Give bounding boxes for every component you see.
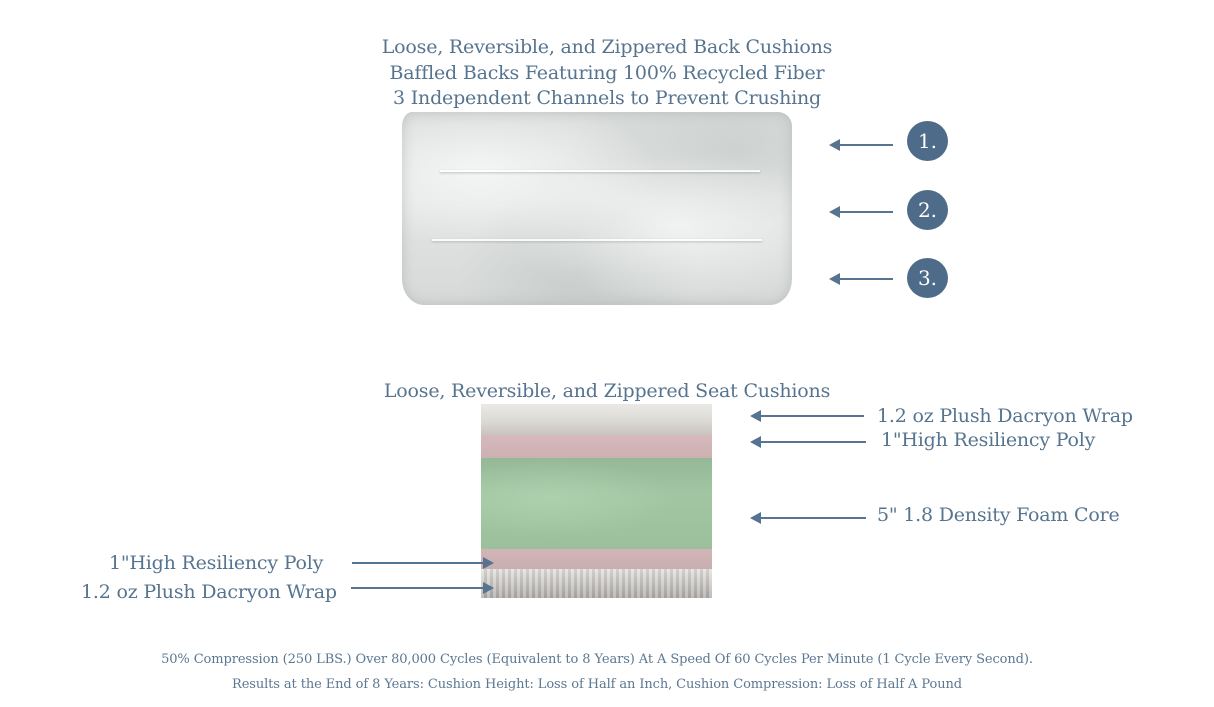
label-hr-poly-bottom: 1"High Resiliency Poly — [109, 552, 324, 574]
seat-cushion-cross-section — [481, 404, 712, 598]
layer-hr-poly-bottom — [481, 549, 712, 569]
arrow-left-icon — [750, 512, 866, 524]
arrow-left-icon — [829, 206, 893, 218]
label-foam-core: 5" 1.8 Density Foam Core — [877, 504, 1120, 526]
back-cushion-title: Loose, Reversible, and Zippered Back Cus… — [0, 35, 1214, 112]
channel-badge-3: 3. — [907, 258, 948, 298]
back-title-line-1: Loose, Reversible, and Zippered Back Cus… — [381, 36, 833, 58]
seat-cushion-title: Loose, Reversible, and Zippered Seat Cus… — [383, 380, 831, 402]
label-dacron-wrap-top: 1.2 oz Plush Dacryon Wrap — [877, 405, 1133, 427]
label-hr-poly-top: 1"High Resiliency Poly — [881, 429, 1096, 451]
channel-badge-1: 1. — [907, 121, 948, 161]
compression-test-results: Results at the End of 8 Years: Cushion H… — [232, 677, 962, 692]
baffle-seam-2 — [432, 239, 762, 241]
arrow-left-icon — [829, 139, 893, 151]
arrow-left-icon — [829, 273, 893, 285]
back-title-line-3: 3 Independent Channels to Prevent Crushi… — [393, 87, 821, 109]
baffle-seam-1 — [440, 170, 760, 172]
arrow-left-icon — [750, 410, 864, 422]
arrow-left-icon — [750, 436, 866, 448]
back-cushion-image — [402, 112, 792, 305]
arrow-right-icon — [351, 582, 494, 594]
layer-foam-core — [481, 458, 712, 549]
compression-test-description: 50% Compression (250 LBS.) Over 80,000 C… — [161, 652, 1033, 667]
channel-badge-2: 2. — [907, 190, 948, 230]
layer-dacron-wrap-top — [481, 404, 712, 435]
label-dacron-wrap-bottom: 1.2 oz Plush Dacryon Wrap — [81, 581, 337, 603]
back-title-line-2: Baffled Backs Featuring 100% Recycled Fi… — [389, 61, 825, 84]
layer-dacron-wrap-bottom — [481, 569, 712, 598]
arrow-right-icon — [352, 557, 494, 569]
layer-hr-poly-top — [481, 435, 712, 458]
